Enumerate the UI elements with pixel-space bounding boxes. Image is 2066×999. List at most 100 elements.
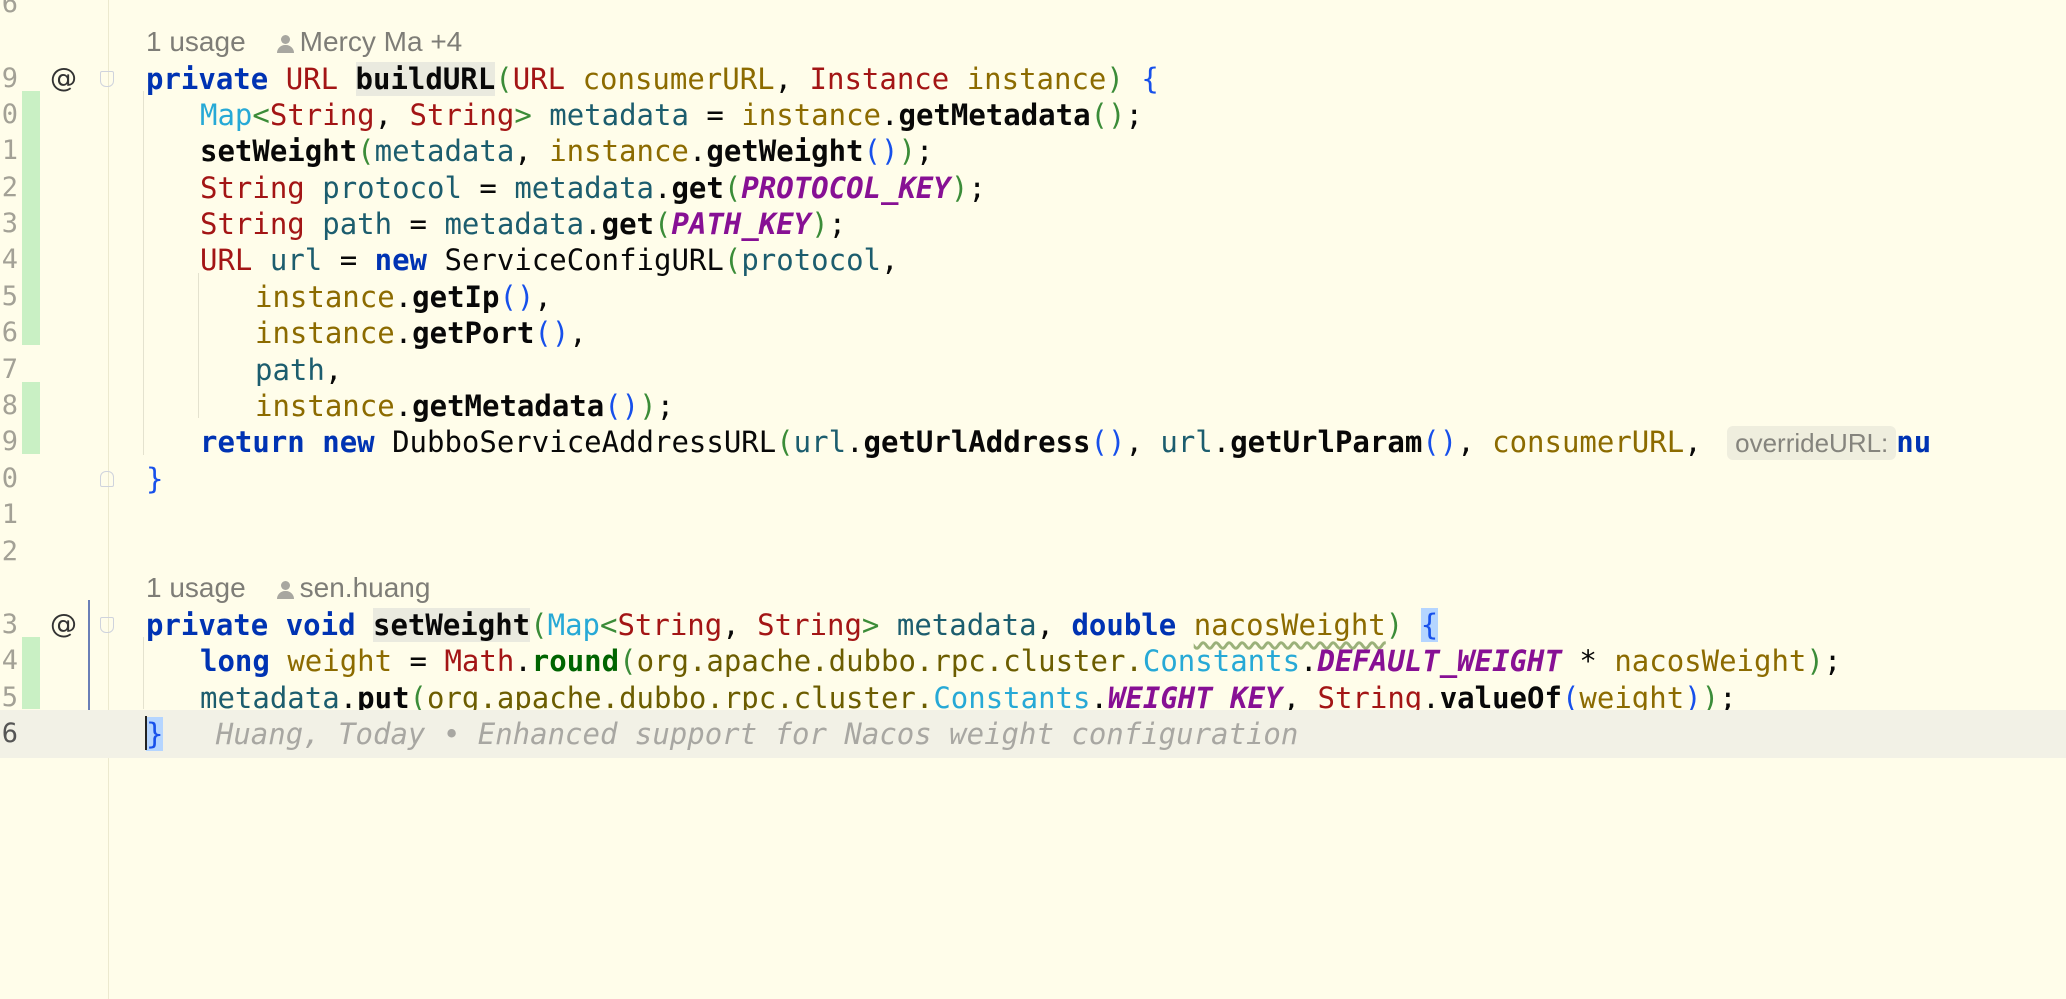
vcs-change-marker[interactable] <box>22 91 40 345</box>
person-icon <box>276 33 294 55</box>
var: url <box>269 243 323 277</box>
vcs-change-marker[interactable] <box>22 382 40 454</box>
param: nacosWeight <box>1614 644 1807 678</box>
var: path <box>255 353 325 387</box>
type: String <box>757 608 862 642</box>
type: URL <box>512 62 566 96</box>
type: String <box>409 98 515 132</box>
indent-guide <box>143 637 144 709</box>
line-number: 4 <box>1 244 18 275</box>
var: metadata <box>200 681 340 715</box>
const: WEIGHT_KEY <box>1107 681 1283 715</box>
var: metadata <box>514 171 654 205</box>
call: getIp <box>412 280 500 314</box>
package: org.apache.dubbo.rpc.cluster. <box>427 681 934 715</box>
kw: private <box>146 62 269 96</box>
call: setWeight <box>200 134 358 168</box>
package: org.apache.dubbo.rpc.cluster. <box>636 644 1143 678</box>
inline-blame[interactable]: Huang, Today • Enhanced support for Naco… <box>215 717 1299 751</box>
call: put <box>357 681 410 715</box>
indent-guide <box>143 91 144 455</box>
code-line[interactable]: 7 path, <box>0 346 2066 394</box>
code-vision-inlay[interactable]: 1 usage Mercy Ma +4 <box>146 26 462 58</box>
usages-link[interactable]: 1 usage <box>146 572 246 603</box>
kw: nu <box>1896 425 1932 459</box>
kw: void <box>285 608 356 642</box>
code-line[interactable]: 2 <box>0 528 2066 576</box>
kw: private <box>146 608 269 642</box>
vcs-change-marker[interactable] <box>22 637 40 709</box>
method-name[interactable]: buildURL <box>355 62 496 96</box>
type: URL <box>200 243 253 277</box>
type: Map <box>200 98 253 132</box>
line-number: 3 <box>1 208 18 239</box>
code-line[interactable]: 3 String path = metadata.get(PATH_KEY); <box>0 200 2066 248</box>
method-name[interactable]: setWeight <box>373 608 531 642</box>
line-number: 2 <box>1 172 18 203</box>
code-line[interactable]: 1 setWeight(metadata, instance.getWeight… <box>0 127 2066 175</box>
parameter-hint: overrideURL: <box>1727 426 1897 460</box>
var: weight <box>287 644 393 678</box>
code-line[interactable]: 6 <box>0 0 2066 28</box>
call: getPort <box>412 316 535 350</box>
kw: new <box>374 243 428 277</box>
code-line[interactable]: 5 metadata.put(org.apache.dubbo.rpc.clus… <box>0 674 2066 722</box>
var: metadata <box>374 134 515 168</box>
type: String <box>617 608 723 642</box>
type: Map <box>547 608 600 642</box>
call: getWeight <box>706 134 864 168</box>
code-line[interactable]: 4 long weight = Math.round(org.apache.du… <box>0 637 2066 685</box>
authors-link[interactable]: sen.huang <box>299 572 431 603</box>
gutter-divider <box>108 0 109 999</box>
usages-link[interactable]: 1 usage <box>146 26 246 57</box>
code-vision-inlay[interactable]: 1 usage sen.huang <box>146 572 430 604</box>
kw: double <box>1071 608 1177 642</box>
code-line[interactable]: 6 instance.getPort(), <box>0 309 2066 357</box>
call: valueOf <box>1439 681 1562 715</box>
call: getUrlParam <box>1230 425 1423 459</box>
code-line[interactable]: 1 <box>0 491 2066 539</box>
fold-icon[interactable] <box>100 617 114 633</box>
code-line[interactable]: 0 } <box>0 455 2066 503</box>
var: path <box>322 207 393 241</box>
code-vision-line: 1 usage Mercy Ma +4 <box>0 18 2066 66</box>
type: Constants <box>933 681 1091 715</box>
line-number: 1 <box>1 499 18 530</box>
line-number: 3 <box>1 609 18 640</box>
fold-icon[interactable] <box>100 71 114 87</box>
type: String <box>200 207 305 241</box>
type: String <box>1317 681 1423 715</box>
override-marker-icon[interactable]: @ <box>50 609 77 640</box>
call: get <box>671 171 724 205</box>
param: nacosWeight <box>1193 608 1386 642</box>
param: instance <box>966 62 1107 96</box>
param: consumerURL <box>1492 425 1685 459</box>
code-line[interactable]: 8 instance.getMetadata()); <box>0 382 2066 430</box>
line-number: 1 <box>1 135 18 166</box>
line-number: 8 <box>1 390 18 421</box>
code-line[interactable]: 2 String protocol = metadata.get(PROTOCO… <box>0 164 2066 212</box>
call: get <box>601 207 655 241</box>
code-line[interactable]: 4 URL url = new ServiceConfigURL(protoco… <box>0 236 2066 284</box>
code-line[interactable]: 3 @ private void setWeight(Map<String, S… <box>0 601 2066 649</box>
code-line[interactable]: 0 Map<String, String> metadata = instanc… <box>0 91 2066 139</box>
code-line[interactable]: 9 return new DubboServiceAddressURL(url.… <box>0 418 2066 466</box>
param: instance <box>549 134 689 168</box>
type: DubboServiceAddressURL <box>392 425 777 459</box>
type: Math <box>444 644 515 678</box>
fold-icon[interactable] <box>100 471 114 487</box>
type: Constants <box>1142 644 1301 678</box>
vcs-modified-marker[interactable] <box>88 600 90 746</box>
authors-link[interactable]: Mercy Ma +4 <box>299 26 463 57</box>
var: metadata <box>549 98 689 132</box>
code-line[interactable]: 5 instance.getIp(), <box>0 273 2066 321</box>
line-number: 0 <box>1 99 18 130</box>
var: url <box>793 425 847 459</box>
override-marker-icon[interactable]: @ <box>50 63 77 94</box>
var: metadata <box>444 207 585 241</box>
var: protocol <box>741 243 882 277</box>
code-line[interactable]: 9 @ private URL buildURL(URL consumerURL… <box>0 55 2066 103</box>
type: URL <box>285 62 339 96</box>
current-line[interactable]: 6 } Huang, Today • Enhanced support for … <box>0 710 2066 758</box>
line-number: 2 <box>1 536 18 567</box>
